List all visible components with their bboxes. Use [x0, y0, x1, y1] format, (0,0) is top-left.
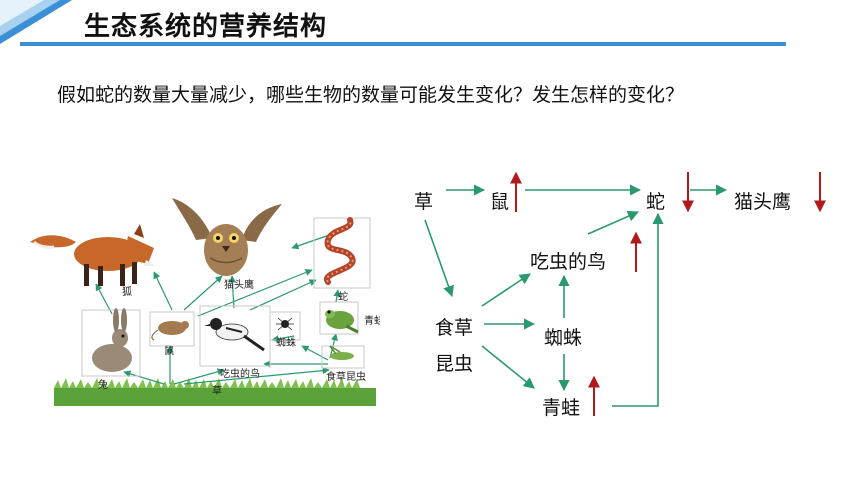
label-owl: 猫头鹰: [224, 278, 254, 291]
illustration-frames: [81, 217, 371, 377]
label-snake: 蛇: [338, 290, 348, 303]
spider-image: [276, 317, 294, 331]
arrow-frog-snake: [612, 212, 664, 407]
node-owl: 猫头鹰: [734, 191, 791, 213]
question-text: 假如蛇的数量大量减少，哪些生物的数量可能发生变化？发生怎样的变化？: [57, 84, 685, 106]
label-bird: 吃虫的鸟: [220, 367, 260, 380]
node-snake: 蛇: [646, 191, 665, 213]
snake-image: [323, 217, 356, 285]
arrow-grass-insect: [424, 219, 454, 298]
arrow-insect-bird: [481, 273, 531, 307]
grass-strip: [54, 378, 376, 406]
arrow-insect-frog: [481, 345, 535, 389]
owl-image: [172, 198, 282, 276]
label-insect: 食草昆虫: [326, 370, 366, 383]
label-fox: 狐: [122, 285, 132, 298]
insect-image: [329, 345, 354, 360]
label-frog: 青蛙: [364, 314, 380, 327]
node-frog: 青蛙: [542, 397, 580, 419]
rabbit-image: [92, 308, 132, 372]
node-spider: 蜘蛛: [544, 327, 582, 349]
label-mouse: 鼠: [164, 344, 174, 357]
label-rabbit: 兔: [98, 378, 108, 391]
corner-decoration: [0, 0, 72, 44]
node-bird: 吃虫的鸟: [530, 251, 606, 273]
label-spider: 蜘蛛: [276, 336, 296, 349]
node-insect-line2: 昆虫: [435, 353, 473, 375]
page-title: 生态系统的营养结构: [84, 12, 328, 42]
node-insect-line1: 食草: [435, 317, 473, 339]
food-web-illustration: 狐 猫头鹰 蛇 青蛙 兔 鼠: [30, 198, 380, 406]
fox-image: [30, 224, 156, 286]
population-change-arrows: [510, 171, 826, 416]
node-mouse: 鼠: [490, 191, 509, 213]
bird-image: [204, 318, 265, 352]
mouse-image: [151, 321, 189, 341]
label-grass: 草: [212, 385, 222, 397]
frog-image: [325, 310, 359, 334]
arrow-bird-snake: [587, 210, 640, 235]
food-web-arrows: [424, 184, 728, 407]
node-grass: 草: [414, 191, 433, 213]
title-divider: [20, 42, 786, 46]
